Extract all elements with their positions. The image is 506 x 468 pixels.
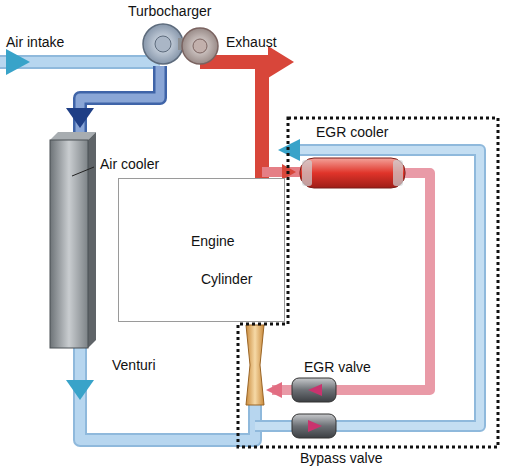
venturi-label: Venturi bbox=[112, 357, 156, 373]
cylinder-label: Cylinder bbox=[201, 271, 252, 287]
exhaust-label: Exhaust bbox=[226, 34, 277, 50]
engine-box: EngineCylinder bbox=[118, 178, 285, 322]
turbocharger-label: Turbocharger bbox=[128, 3, 212, 19]
egr-cooler-label: EGR cooler bbox=[316, 124, 388, 140]
egr-valve-label: EGR valve bbox=[304, 359, 371, 375]
air-intake-label: Air intake bbox=[6, 34, 64, 50]
air-cooler-label: Air cooler bbox=[100, 156, 159, 172]
engine-label: Engine bbox=[191, 233, 235, 249]
bypass-valve-label: Bypass valve bbox=[300, 450, 382, 466]
